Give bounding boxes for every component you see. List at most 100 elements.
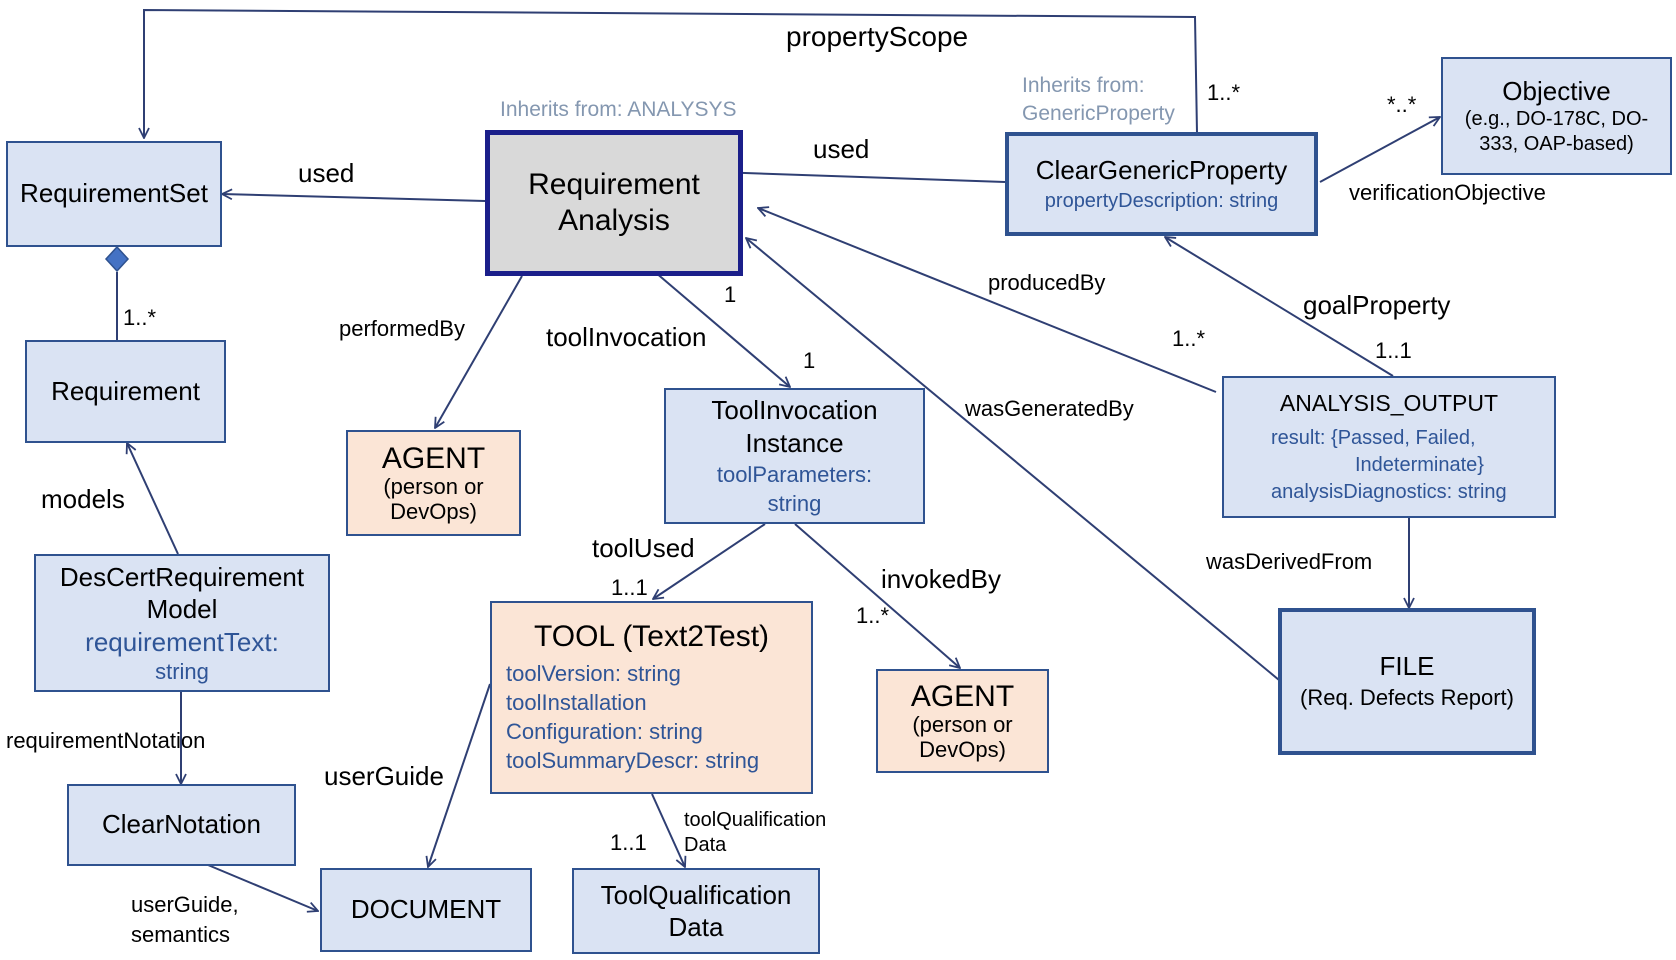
clear-notation-title: ClearNotation <box>102 809 261 840</box>
agent-2-sub-line1: (person or <box>912 712 1013 738</box>
label-userguide-semantics-line2: semantics <box>131 921 231 947</box>
label-tool-invocation-mult-dst: 1 <box>803 348 816 373</box>
label-requirement-notation: requirementNotation <box>6 728 206 753</box>
edge-tool-invocation <box>654 271 790 387</box>
label-invoked-by-mult: 1..* <box>856 603 890 628</box>
requirement-analysis-line1: Requirement <box>528 168 700 201</box>
tool-qualification-title-line2: Data <box>668 912 724 942</box>
edge-tool-qualification <box>651 793 685 867</box>
tool-invocation-attr-line2: string <box>767 490 822 516</box>
document-title: DOCUMENT <box>350 894 502 925</box>
clear-generic-property-attr: propertyDescription: string <box>1044 190 1279 213</box>
tool-attr-installation: toolInstallation <box>506 690 647 716</box>
objective-sub-line1: (e.g., DO-178C, DO- <box>1464 108 1649 131</box>
tool-attr-configuration: Configuration: string <box>506 719 703 745</box>
agent-1-sub-line1: (person or <box>383 474 484 500</box>
label-tool-used: toolUsed <box>592 533 695 563</box>
label-userguide-semantics-line1: userGuide, <box>131 892 239 917</box>
tool-invocation-title-line2: Instance <box>745 428 844 459</box>
label-produced-by-mult: 1..* <box>1172 326 1206 351</box>
label-models: models <box>41 484 125 514</box>
analysis-output-attr-line1: result: {Passed, Failed, <box>1271 427 1476 450</box>
clear-generic-property-inherits-line1: Inherits from: <box>1022 74 1145 97</box>
edge-goal-property <box>1165 237 1394 377</box>
label-tool-invocation: toolInvocation <box>546 322 707 352</box>
label-property-scope-mult: 1..* <box>1207 80 1241 105</box>
composition-diamond <box>104 245 130 273</box>
tool-qualification-title-line1: ToolQualification <box>600 879 792 910</box>
agent-1-title: AGENT <box>381 442 486 476</box>
descert-attr-line1: requirementText: <box>85 626 279 657</box>
edge-userguide-semantics <box>207 864 318 911</box>
edge-was-generated-by <box>746 238 1280 681</box>
label-property-scope: propertyScope <box>786 21 969 52</box>
edge-used-left <box>222 194 486 202</box>
edge-verification-objective <box>1319 117 1440 183</box>
label-verification-objective-mult: *..* <box>1387 92 1417 117</box>
label-composition-mult: 1..* <box>123 305 157 330</box>
tool-attr-version: toolVersion: string <box>506 661 681 686</box>
label-tool-qualification-line1: toolQualification <box>684 809 827 831</box>
descert-title-line2: Model <box>146 594 218 624</box>
node-clear-notation[interactable]: ClearNotation <box>67 784 296 866</box>
edge-performed-by <box>435 275 523 428</box>
label-tool-qualification-mult: 1..1 <box>610 830 647 855</box>
file-title: FILE <box>1379 651 1435 682</box>
node-objective[interactable]: Objective (e.g., DO-178C, DO- 333, OAP-b… <box>1441 57 1672 175</box>
label-performed-by: performedBy <box>339 316 465 341</box>
node-agent-1[interactable]: AGENT (person or DevOps) <box>346 430 521 536</box>
requirement-analysis-line2: Analysis <box>558 204 670 237</box>
label-was-generated-by: wasGeneratedBy <box>965 396 1134 421</box>
node-requirement[interactable]: Requirement <box>25 340 226 443</box>
clear-generic-property-title: ClearGenericProperty <box>1035 154 1288 185</box>
node-descert-requirement-model[interactable]: DesCertRequirement Model requirementText… <box>34 554 330 692</box>
descert-attr-line2: string <box>155 659 209 684</box>
node-file[interactable]: FILE (Req. Defects Report) <box>1278 608 1536 755</box>
label-tool-invocation-mult-src: 1 <box>724 282 737 307</box>
file-sub: (Req. Defects Report) <box>1300 685 1514 711</box>
node-requirement-analysis[interactable]: Requirement Analysis <box>485 130 743 276</box>
objective-title: Objective <box>1502 75 1611 106</box>
requirement-set-title: RequirementSet <box>20 178 208 209</box>
label-user-guide: userGuide <box>324 761 444 791</box>
agent-1-sub-line2: DevOps) <box>390 498 477 524</box>
analysis-output-title: ANALYSIS_OUTPUT <box>1279 389 1499 416</box>
node-analysis-output[interactable]: ANALYSIS_OUTPUT result: {Passed, Failed,… <box>1222 376 1556 518</box>
clear-generic-property-inherits: Inherits from: GenericProperty <box>1022 72 1175 129</box>
node-tool-invocation-instance[interactable]: ToolInvocation Instance toolParameters: … <box>664 388 925 524</box>
edge-property-scope <box>144 8 1198 138</box>
node-document[interactable]: DOCUMENT <box>320 868 532 952</box>
label-goal-property: goalProperty <box>1303 290 1451 320</box>
descert-title-line1: DesCertRequirement <box>59 561 305 592</box>
analysis-output-attr-line2: Indeterminate} <box>1355 454 1484 477</box>
label-used-left: used <box>298 158 355 188</box>
label-goal-property-mult: 1..1 <box>1375 338 1412 363</box>
tool-title: TOOL (Text2Test) <box>533 620 770 653</box>
label-tool-used-mult: 1..1 <box>611 575 648 600</box>
label-tool-qualification-line2: Data <box>684 834 727 856</box>
requirement-title: Requirement <box>51 375 200 406</box>
label-verification-objective: verificationObjective <box>1349 180 1546 205</box>
node-tool[interactable]: TOOL (Text2Test) toolVersion: string too… <box>490 601 813 794</box>
edge-user-guide <box>428 683 491 867</box>
tool-invocation-title-line1: ToolInvocation <box>711 394 878 425</box>
label-used-right: used <box>813 134 870 164</box>
tool-invocation-attr-line1: toolParameters: <box>716 462 873 488</box>
node-agent-2[interactable]: AGENT (person or DevOps) <box>876 669 1049 773</box>
analysis-output-attr-line3: analysisDiagnostics: string <box>1271 481 1507 504</box>
agent-2-title: AGENT <box>910 680 1015 714</box>
edge-produced-by <box>758 208 1217 393</box>
clear-generic-property-inherits-line2: GenericProperty <box>1022 102 1175 126</box>
requirement-analysis-inherits: Inherits from: ANALYSYS <box>500 98 737 121</box>
objective-sub-line2: 333, OAP-based) <box>1479 133 1634 156</box>
agent-2-sub-line2: DevOps) <box>919 736 1006 762</box>
node-clear-generic-property[interactable]: ClearGenericProperty propertyDescription… <box>1005 132 1318 236</box>
node-tool-qualification-data[interactable]: ToolQualification Data <box>572 868 820 954</box>
node-requirement-set[interactable]: RequirementSet <box>6 141 222 247</box>
label-invoked-by: invokedBy <box>881 564 1001 594</box>
label-tool-qualification: toolQualification Data <box>684 808 826 858</box>
edge-invoked-by <box>794 523 960 668</box>
label-produced-by: producedBy <box>988 270 1106 295</box>
